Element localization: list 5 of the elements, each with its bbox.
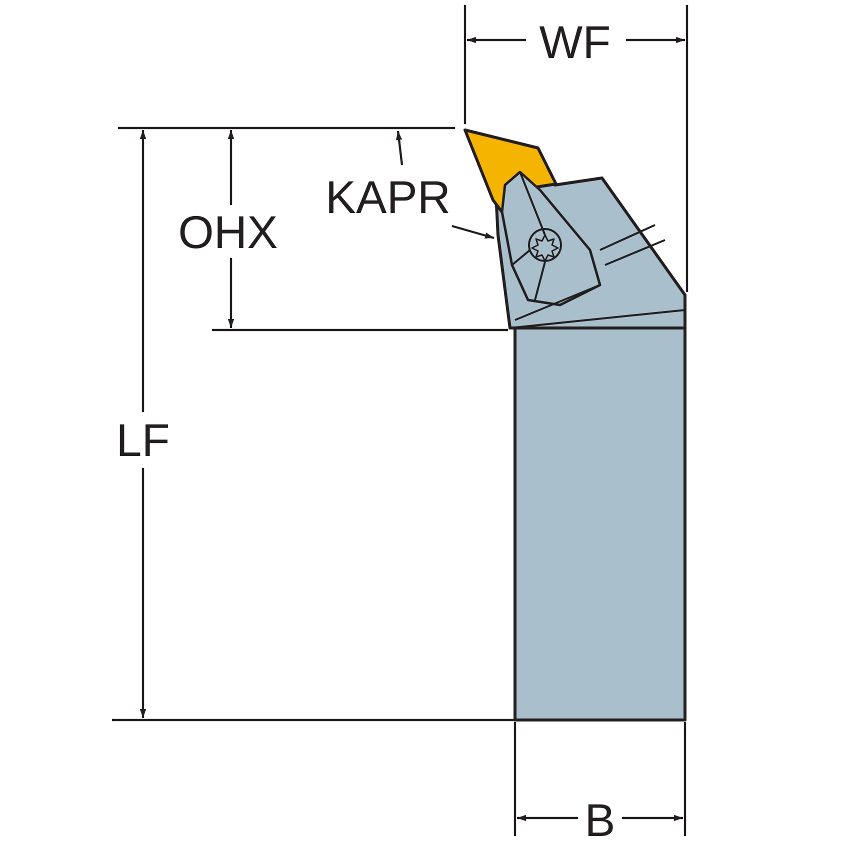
dimension-label: LF bbox=[116, 417, 170, 463]
angle-label: KAPR bbox=[325, 174, 451, 220]
dimension-label: WF bbox=[539, 19, 611, 65]
dimension-label: OHX bbox=[178, 209, 278, 255]
dimension-label: B bbox=[584, 797, 616, 843]
